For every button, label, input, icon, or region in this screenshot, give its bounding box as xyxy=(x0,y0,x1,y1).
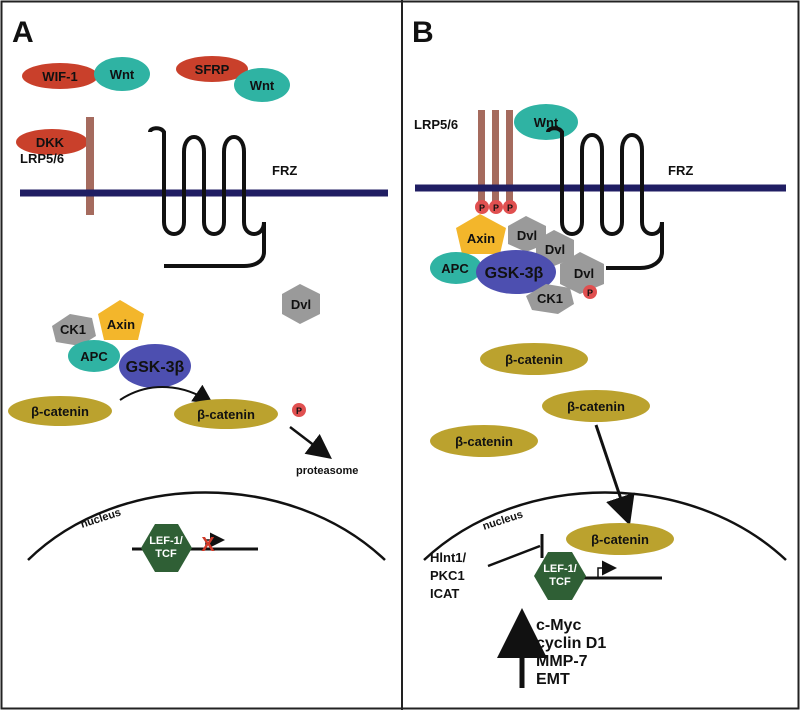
dkk-label: DKK xyxy=(36,135,65,150)
destruction-complex: CK1 Axin APC GSK-3β xyxy=(52,300,191,388)
dvl-label-b3: Dvl xyxy=(574,266,594,281)
lef-tcf-hexagon-b xyxy=(534,552,586,600)
transcription-arrow-b xyxy=(597,560,617,578)
phospho-ck1 xyxy=(583,285,597,299)
wif1-oval xyxy=(22,63,98,89)
beta-catenin-nuclear-label: β-catenin xyxy=(591,532,649,547)
beta-catenin-b3-label: β-catenin xyxy=(455,434,513,449)
wnt-label-2: Wnt xyxy=(250,78,275,93)
inhibition-line xyxy=(487,544,541,568)
dvl-label-b1: Dvl xyxy=(517,228,537,243)
phospho-lrp-2-label: P xyxy=(493,203,499,213)
gsk3b-oval xyxy=(119,344,191,388)
beta-catenin-nuclear xyxy=(566,523,674,555)
nucleus-label-a: nucleus xyxy=(79,507,122,531)
sfrp-wnt-complex: SFRP Wnt xyxy=(176,56,290,102)
lef-tcf-hexagon-a xyxy=(141,524,192,572)
beta-catenin-right-label: β-catenin xyxy=(197,407,255,422)
nuclear-import-arrow xyxy=(594,424,635,526)
ck1-hexagon xyxy=(52,314,96,346)
wnt-oval-2 xyxy=(234,68,290,102)
transcription-arrow-a xyxy=(205,532,225,549)
apc-oval-b xyxy=(430,252,482,284)
lrp-label-b: LRP5/6 xyxy=(414,117,458,132)
beta-catenin-b2-label: β-catenin xyxy=(567,399,625,414)
lef-label-b-line2: TCF xyxy=(549,576,571,588)
apc-label-b: APC xyxy=(441,261,469,276)
target-mmp7: MMP-7 xyxy=(536,653,588,670)
beta-catenin-left-label: β-catenin xyxy=(31,404,89,419)
gsk3b-label-b: GSK-3β xyxy=(485,265,544,282)
panel-b: B LRP5/6 Wnt FRZ P P P Axin Dvl Dvl Dvl xyxy=(412,16,787,688)
lef-label-b-line1: LEF-1/ xyxy=(543,563,577,575)
dkk-oval xyxy=(16,129,88,155)
inhibitor-icat: ICAT xyxy=(430,586,459,601)
panel-b-letter: B xyxy=(412,16,434,49)
proteasome-label: proteasome xyxy=(296,465,358,477)
phospho-lrp-1-label: P xyxy=(479,203,485,213)
sfrp-oval xyxy=(176,56,248,82)
panel-a: A WIF-1 Wnt SFRP Wnt DKK LRP5/6 FRZ Dvl xyxy=(8,16,388,572)
lef-label-a-line1: LEF-1/ xyxy=(149,535,183,547)
target-cyclind1: cyclin D1 xyxy=(536,635,606,652)
frz-label: FRZ xyxy=(272,163,297,178)
dvl-hexagon-b3 xyxy=(560,252,604,294)
wif1-label: WIF-1 xyxy=(42,69,77,84)
axin-pentagon xyxy=(98,300,144,340)
gsk3b-oval-b xyxy=(476,250,556,294)
phospho-circle-a xyxy=(292,403,306,417)
gsk3b-label: GSK-3β xyxy=(126,359,185,376)
phosphorylation-arrow xyxy=(119,384,214,405)
lrp-bar-1 xyxy=(478,110,485,205)
phospho-label-a: P xyxy=(296,406,302,416)
degradation-arrow xyxy=(289,426,332,460)
apc-label: APC xyxy=(80,349,108,364)
frizzled-receptor-b xyxy=(546,126,664,270)
dvl-hexagon xyxy=(282,284,320,324)
nuclear-envelope-a xyxy=(27,491,386,561)
wnt-label-1: Wnt xyxy=(110,67,135,82)
beta-catenin-b1-label: β-catenin xyxy=(505,352,563,367)
ck1-label-b: CK1 xyxy=(537,291,563,306)
lrp-bar-3 xyxy=(506,110,513,205)
dvl-hexagon-b2 xyxy=(536,230,574,266)
sfrp-label: SFRP xyxy=(195,62,230,77)
beta-catenin-b3 xyxy=(430,425,538,457)
phospho-lrp-2 xyxy=(489,200,503,214)
wif1-wnt-complex: WIF-1 Wnt xyxy=(22,57,150,91)
frizzled-receptor xyxy=(148,126,266,268)
target-cmyc: c-Myc xyxy=(536,617,581,634)
ck1-hexagon-b xyxy=(526,284,574,314)
dvl-label-b2: Dvl xyxy=(545,242,565,257)
axin-label: Axin xyxy=(107,317,135,332)
lrp-label: LRP5/6 xyxy=(20,151,64,166)
wnt-oval-1 xyxy=(94,57,150,91)
blocked-mark: X xyxy=(201,534,215,556)
beta-catenin-left xyxy=(8,396,112,426)
lrp-receptor-bar xyxy=(86,117,94,215)
target-emt: EMT xyxy=(536,671,570,688)
panel-a-letter: A xyxy=(12,16,34,49)
dvl-label: Dvl xyxy=(291,297,311,312)
beta-catenin-right xyxy=(174,399,278,429)
lrp-bar-2 xyxy=(492,110,499,205)
lef-label-a-line2: TCF xyxy=(155,548,177,560)
axin-pentagon-b xyxy=(456,214,506,254)
phospho-lrp-1 xyxy=(475,200,489,214)
inhibitor-pkc1: PKC1 xyxy=(430,568,465,583)
beta-catenin-b1 xyxy=(480,343,588,375)
wnt-label-b: Wnt xyxy=(534,115,559,130)
phospho-ck1-label: P xyxy=(587,288,593,298)
nuclear-envelope-b xyxy=(423,491,787,561)
phospho-lrp-3-label: P xyxy=(507,203,513,213)
axin-label-b: Axin xyxy=(467,231,495,246)
phospho-lrp-3 xyxy=(503,200,517,214)
frz-label-b: FRZ xyxy=(668,163,693,178)
apc-oval xyxy=(68,340,120,372)
beta-catenin-b2 xyxy=(542,390,650,422)
inhibitor-hint1: Hlnt1/ xyxy=(430,550,467,565)
ck1-label: CK1 xyxy=(60,322,86,337)
